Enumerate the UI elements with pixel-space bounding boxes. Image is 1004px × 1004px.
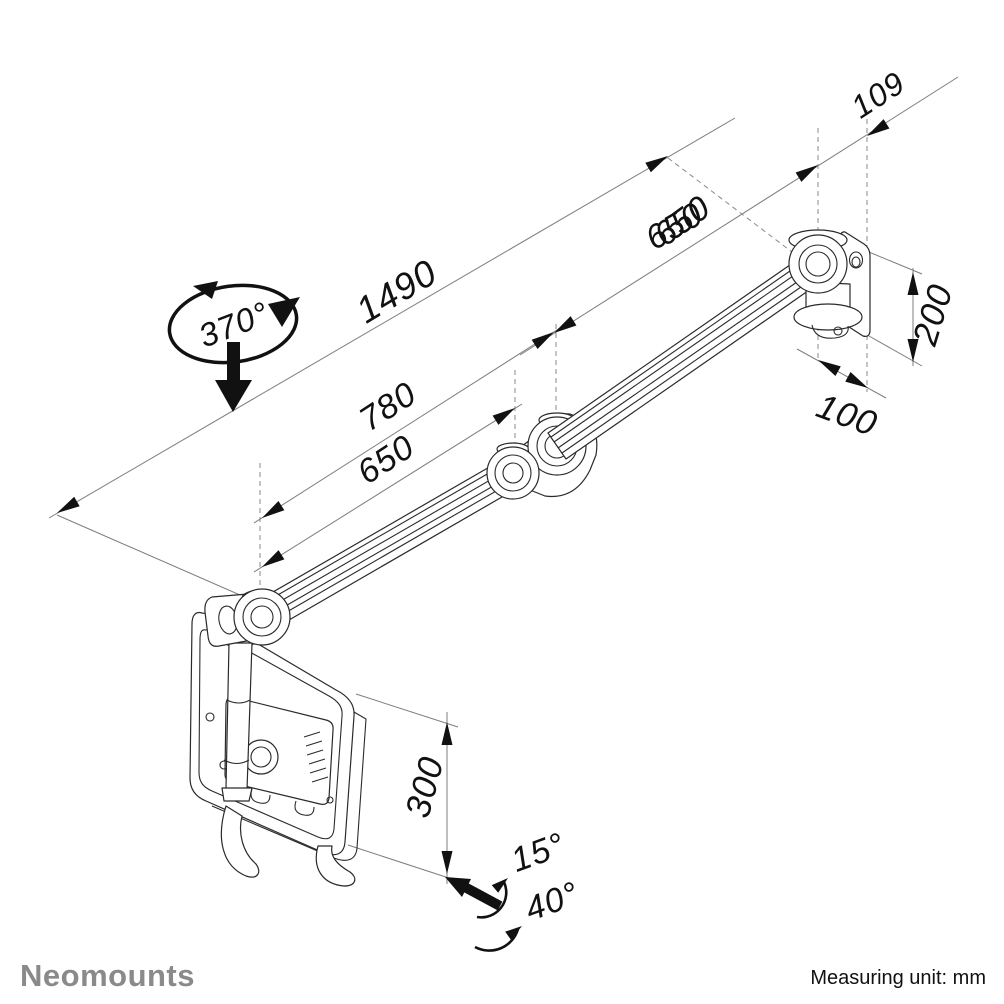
upper-arm: [547, 250, 829, 460]
dim-109: 109: [845, 64, 912, 125]
adjust-knob-inner: [250, 746, 272, 768]
screw-bottom-right: [326, 796, 334, 804]
rotation-arrowhead-right: [268, 297, 300, 327]
lower-arm-tube: [253, 457, 522, 632]
tilt-up-label: 15°: [506, 826, 570, 880]
wall-plate-hole: [848, 251, 864, 269]
post-foot: [221, 787, 253, 802]
dim-1490: 1490: [349, 251, 444, 331]
screw-top-left: [205, 712, 215, 722]
tilt-symbol: 15° 40°: [445, 826, 584, 952]
vent-slots: [303, 731, 329, 783]
vesa-plate: [224, 696, 334, 805]
tilt-arc-down: [474, 928, 520, 952]
pivot-hub-outer: [233, 588, 291, 646]
bracket-foot-screw: [833, 326, 843, 336]
monitor-assembly: [189, 611, 367, 887]
tilt-arc-up: [476, 881, 508, 919]
monitor-post: [225, 642, 253, 791]
upper-arm-tube-lines: [550, 254, 825, 454]
cable-clip-right: [294, 800, 315, 816]
brand-logo: Neomounts: [20, 958, 195, 993]
rotation-symbol: 370°: [167, 281, 300, 412]
dim-100: 100: [811, 386, 882, 444]
monitor-hook-right: [315, 845, 356, 887]
dimension-labels: 1490 650 650 109 780 650 200 100 300: [349, 64, 961, 821]
footer: Neomounts Measuring unit: mm: [20, 958, 986, 993]
wall-bracket: [788, 229, 871, 339]
cable-clip-left: [250, 788, 271, 804]
tilt-down-label: 40°: [520, 875, 584, 929]
measuring-unit-note: Measuring unit: mm: [810, 967, 986, 989]
dim-650-lower: 650: [351, 428, 422, 492]
tilt-arrowhead: [445, 877, 471, 897]
rotation-arrowhead-left: [193, 281, 218, 299]
dim-780: 780: [353, 375, 424, 439]
lower-arm: [204, 457, 522, 647]
lower-arm-tube-lines: [256, 461, 518, 625]
bracket-foot: [811, 324, 849, 339]
dim-300: 300: [398, 752, 452, 821]
post-collar: [223, 759, 250, 765]
post-band: [226, 699, 251, 704]
monitor-hook-left: [220, 805, 260, 878]
pivot-hub-hole: [250, 605, 274, 629]
upper-arm-tube: [547, 250, 829, 460]
bracket-collar: [793, 303, 863, 331]
down-arrow: [215, 342, 252, 412]
pivot-hub-ring: [242, 597, 282, 637]
wall-hub-outer: [788, 234, 848, 294]
